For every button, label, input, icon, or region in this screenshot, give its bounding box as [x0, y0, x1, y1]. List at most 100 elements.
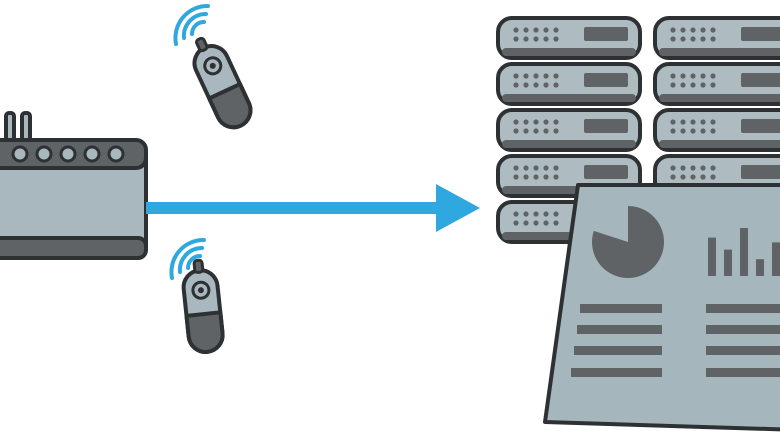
server-led	[523, 73, 529, 79]
server-led	[533, 36, 539, 42]
router-port	[59, 145, 77, 163]
server-led	[513, 211, 519, 217]
bar-chart-bar	[740, 228, 748, 276]
bar-chart-bar	[756, 259, 764, 276]
server-led	[680, 165, 686, 171]
server-unit	[496, 16, 642, 60]
server-led	[533, 165, 539, 171]
server-led	[553, 174, 559, 180]
server-led	[680, 128, 686, 134]
server-led	[533, 73, 539, 79]
server-led	[690, 36, 696, 42]
server-drive-slot	[741, 27, 780, 41]
server-led	[670, 27, 676, 33]
server-led	[513, 73, 519, 79]
server-unit	[653, 62, 780, 106]
pie-chart-icon	[592, 206, 664, 279]
server-unit	[496, 62, 642, 106]
server-led	[513, 128, 519, 134]
sensor-body	[192, 36, 253, 130]
server-unit	[653, 16, 780, 60]
bar-chart-bar	[724, 249, 732, 276]
server-drive-slot	[584, 119, 628, 133]
signal-waves-icon	[169, 237, 206, 280]
server-led	[533, 119, 539, 125]
server-led	[533, 27, 539, 33]
server-drive-slot	[584, 27, 628, 41]
server-led	[700, 174, 706, 180]
server-led	[513, 36, 519, 42]
server-led	[670, 73, 676, 79]
server-led	[533, 211, 539, 217]
text-line	[706, 368, 780, 377]
server-led	[710, 73, 716, 79]
router-port	[35, 145, 53, 163]
server-led	[710, 36, 716, 42]
server-led	[543, 211, 549, 217]
text-line	[706, 325, 780, 334]
server-unit	[496, 108, 642, 152]
server-led	[553, 36, 559, 42]
server-led	[543, 174, 549, 180]
server-drive-slot	[584, 73, 628, 87]
bar-chart-bar	[708, 237, 716, 276]
server-led	[533, 82, 539, 88]
server-led	[690, 128, 696, 134]
data-flow-arrow	[146, 184, 480, 232]
server-led	[523, 165, 529, 171]
arrow-shaft	[146, 202, 442, 214]
server-led	[523, 174, 529, 180]
server-led	[710, 27, 716, 33]
server-led	[690, 73, 696, 79]
server-drive-slot	[741, 165, 780, 179]
server-led	[710, 119, 716, 125]
server-led	[670, 174, 676, 180]
router-port	[11, 145, 29, 163]
server-led	[690, 165, 696, 171]
signal-waves-icon	[173, 3, 210, 46]
server-led	[543, 27, 549, 33]
server-led	[700, 73, 706, 79]
router-base	[0, 236, 148, 260]
server-led	[513, 220, 519, 226]
server-led	[543, 73, 549, 79]
server-led	[523, 27, 529, 33]
text-line	[574, 346, 662, 355]
server-led	[700, 119, 706, 125]
server-unit	[653, 108, 780, 152]
server-led	[690, 27, 696, 33]
server-led	[533, 220, 539, 226]
text-line	[577, 325, 662, 334]
server-led	[700, 27, 706, 33]
report-text-lines-right	[706, 304, 780, 377]
server-led	[690, 82, 696, 88]
server-led	[690, 174, 696, 180]
server-led	[513, 27, 519, 33]
server-led	[700, 165, 706, 171]
server-led	[543, 36, 549, 42]
server-led	[690, 119, 696, 125]
server-led	[553, 119, 559, 125]
server-led	[523, 211, 529, 217]
router-icon	[0, 111, 148, 260]
server-led	[710, 128, 716, 134]
server-led	[513, 119, 519, 125]
server-led	[680, 119, 686, 125]
server-led	[680, 82, 686, 88]
server-led	[553, 27, 559, 33]
server-led	[513, 82, 519, 88]
server-led	[710, 82, 716, 88]
bar-chart-bar	[772, 242, 780, 276]
server-led	[700, 36, 706, 42]
server-led	[700, 128, 706, 134]
server-led	[670, 36, 676, 42]
server-led	[513, 174, 519, 180]
server-led	[523, 128, 529, 134]
server-led	[523, 82, 529, 88]
server-led	[553, 128, 559, 134]
server-led	[670, 165, 676, 171]
server-led	[680, 36, 686, 42]
server-led	[523, 119, 529, 125]
server-led	[543, 119, 549, 125]
server-led	[543, 220, 549, 226]
